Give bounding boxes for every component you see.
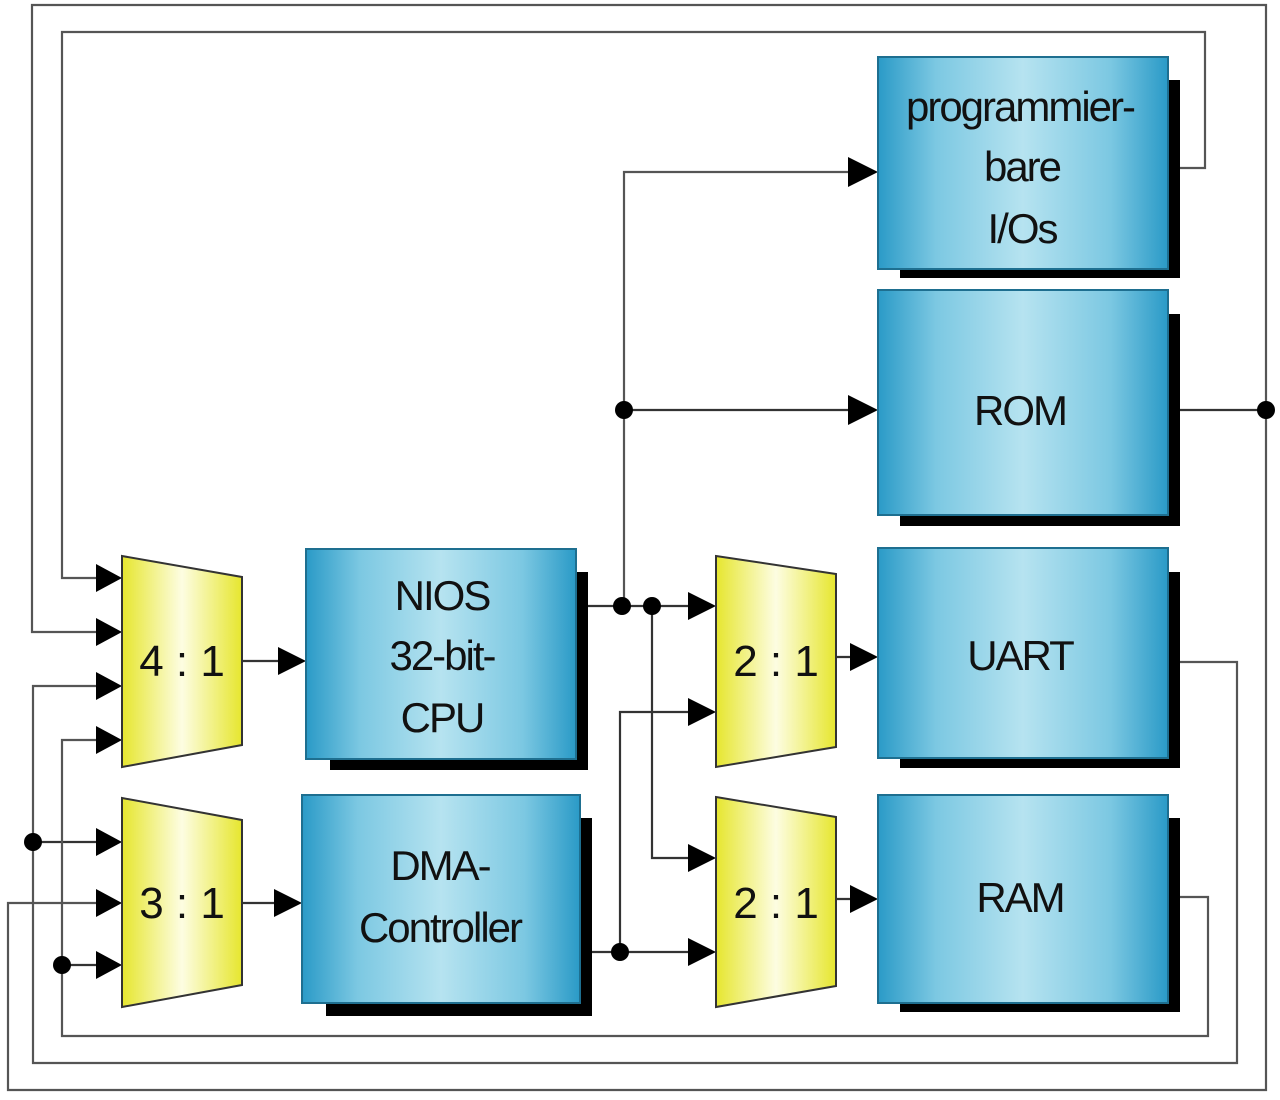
junction-dot xyxy=(613,597,631,615)
wire-rom-to-mux4 xyxy=(30,3,1268,634)
arrow-icon xyxy=(850,643,878,671)
block-cpu-line-2: 32-bit- xyxy=(389,632,495,679)
arrow-icon xyxy=(688,698,716,726)
wire-dma-to-mux2a xyxy=(618,710,696,952)
arrow-icon xyxy=(96,726,122,754)
mux-2to1-ram: 2 : 1 xyxy=(715,795,837,1009)
mux-3to1-label: 3 : 1 xyxy=(139,879,225,928)
junction-dot xyxy=(53,956,71,974)
arrow-icon xyxy=(96,564,122,592)
block-uart-label: UART xyxy=(967,632,1074,679)
block-pio-line-2: bare xyxy=(984,143,1061,190)
arrow-icon xyxy=(96,951,122,979)
wire-rom-to-mux3 xyxy=(6,410,1268,1092)
arrow-icon xyxy=(848,157,878,187)
wires xyxy=(6,3,1268,1092)
junction-dot xyxy=(615,401,633,419)
arrowheads xyxy=(96,157,878,979)
wire-cpu-to-pio-rom xyxy=(622,170,856,606)
mux-2to1-ram-label: 2 : 1 xyxy=(733,879,819,928)
block-rom-label: ROM xyxy=(974,387,1066,434)
wire-uart-to-mux4 xyxy=(31,660,1239,1065)
block-dma: DMA- Controller xyxy=(301,794,592,1016)
arrow-icon xyxy=(688,592,716,620)
mux-4to1-label: 4 : 1 xyxy=(139,637,225,686)
block-pio-line-3: I/Os xyxy=(987,205,1057,252)
junction-dot xyxy=(643,597,661,615)
arrow-icon xyxy=(96,672,122,700)
block-ram: RAM xyxy=(877,794,1180,1012)
block-dma-line-2: Controller xyxy=(359,904,523,951)
junctions xyxy=(24,401,1275,974)
block-uart: UART xyxy=(877,547,1180,768)
arrow-icon xyxy=(96,828,122,856)
arrow-icon xyxy=(274,889,302,917)
junction-dot xyxy=(1257,401,1275,419)
block-cpu: NIOS 32-bit- CPU xyxy=(305,548,588,770)
wire-cpu-to-mux2b xyxy=(650,606,696,860)
block-dma-line-1: DMA- xyxy=(390,842,490,889)
block-cpu-line-3: CPU xyxy=(401,694,484,741)
wire-ram-to-mux4 xyxy=(60,738,1210,1038)
junction-dot xyxy=(24,833,42,851)
block-ram-label: RAM xyxy=(976,874,1063,921)
block-pio-line-1: programmier- xyxy=(906,83,1135,130)
arrow-icon xyxy=(96,618,122,646)
arrow-icon xyxy=(688,938,716,966)
block-cpu-line-1: NIOS xyxy=(395,572,491,619)
arrow-icon xyxy=(96,889,122,917)
arrow-icon xyxy=(848,395,878,425)
block-rom: ROM xyxy=(877,289,1180,526)
mux-2to1-uart-label: 2 : 1 xyxy=(733,637,819,686)
block-pio: programmier- bare I/Os xyxy=(877,56,1180,278)
arrow-icon xyxy=(688,844,716,872)
mux-2to1-uart: 2 : 1 xyxy=(715,554,837,769)
mux-4to1: 4 : 1 xyxy=(121,554,243,769)
mux-3to1: 3 : 1 xyxy=(121,796,243,1009)
junction-dot xyxy=(611,943,629,961)
arrow-icon xyxy=(278,647,306,675)
arrow-icon xyxy=(850,885,878,913)
wire-pio-to-mux4 xyxy=(60,30,1207,580)
